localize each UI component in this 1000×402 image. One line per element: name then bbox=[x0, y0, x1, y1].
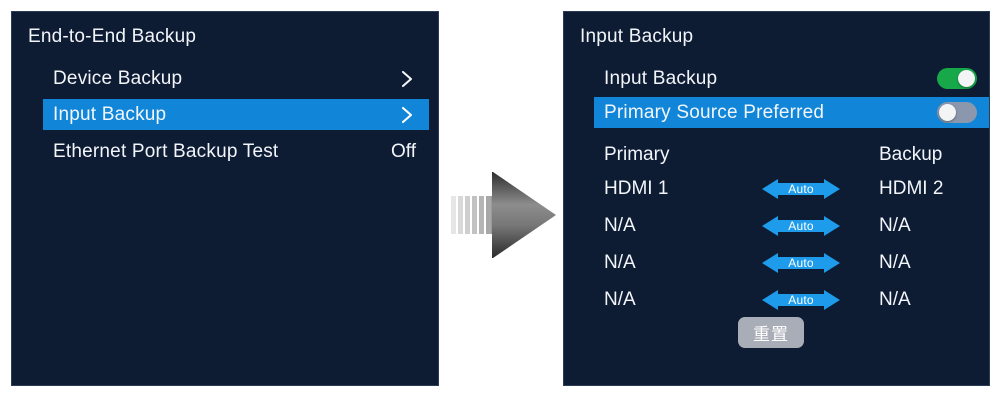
toggle-knob bbox=[939, 104, 956, 121]
reset-button[interactable]: 重置 bbox=[738, 317, 804, 348]
left-panel-title: End-to-End Backup bbox=[28, 26, 197, 47]
input-backup-toggle[interactable] bbox=[937, 68, 977, 89]
ethernet-port-backup-test-value: Off bbox=[391, 140, 416, 162]
chevron-right-icon bbox=[401, 106, 413, 124]
backup-source-value: HDMI 2 bbox=[879, 177, 944, 199]
chevron-right-icon bbox=[401, 70, 413, 88]
auto-switch-control[interactable]: Auto bbox=[762, 177, 852, 201]
table-row[interactable]: HDMI 1 Auto HDMI 2 bbox=[594, 173, 989, 204]
primary-source-value: N/A bbox=[604, 251, 636, 273]
table-row[interactable]: N/A Auto N/A bbox=[594, 247, 989, 278]
input-backup-panel: Input Backup Input Backup Primary Source… bbox=[563, 11, 990, 386]
auto-label: Auto bbox=[788, 292, 814, 307]
toggle-knob bbox=[958, 70, 975, 87]
menu-item-label: Input Backup bbox=[53, 103, 167, 125]
column-header-backup: Backup bbox=[879, 143, 943, 165]
backup-source-value: N/A bbox=[879, 251, 911, 273]
primary-source-value: N/A bbox=[604, 214, 636, 236]
menu-item-input-backup[interactable]: Input Backup bbox=[43, 99, 429, 130]
end-to-end-backup-panel: End-to-End Backup Device Backup Input Ba… bbox=[11, 11, 439, 386]
auto-label: Auto bbox=[788, 255, 814, 270]
setting-label: Input Backup bbox=[604, 67, 718, 89]
auto-label: Auto bbox=[788, 218, 814, 233]
column-header-primary: Primary bbox=[604, 143, 670, 165]
backup-source-value: N/A bbox=[879, 288, 911, 310]
auto-switch-control[interactable]: Auto bbox=[762, 288, 852, 312]
auto-switch-control[interactable]: Auto bbox=[762, 251, 852, 275]
menu-item-device-backup[interactable]: Device Backup bbox=[43, 63, 429, 94]
reset-button-label: 重置 bbox=[753, 325, 789, 344]
transition-arrow-icon bbox=[450, 168, 558, 262]
menu-item-label: Ethernet Port Backup Test bbox=[53, 140, 279, 162]
right-panel-title: Input Backup bbox=[580, 26, 694, 47]
primary-source-preferred-toggle[interactable] bbox=[937, 102, 977, 123]
setting-row-primary-source-preferred[interactable]: Primary Source Preferred bbox=[594, 97, 989, 128]
backup-source-value: N/A bbox=[879, 214, 911, 236]
setting-row-input-backup[interactable]: Input Backup bbox=[594, 63, 989, 94]
table-row[interactable]: N/A Auto N/A bbox=[594, 284, 989, 315]
primary-source-value: N/A bbox=[604, 288, 636, 310]
table-row[interactable]: N/A Auto N/A bbox=[594, 210, 989, 241]
primary-source-value: HDMI 1 bbox=[604, 177, 669, 199]
auto-label: Auto bbox=[788, 181, 814, 196]
setting-label: Primary Source Preferred bbox=[604, 101, 825, 123]
table-header: Primary Backup bbox=[594, 139, 989, 170]
menu-item-label: Device Backup bbox=[53, 67, 183, 89]
menu-item-ethernet-port-backup-test[interactable]: Ethernet Port Backup Test Off bbox=[43, 136, 429, 167]
auto-switch-control[interactable]: Auto bbox=[762, 214, 852, 238]
